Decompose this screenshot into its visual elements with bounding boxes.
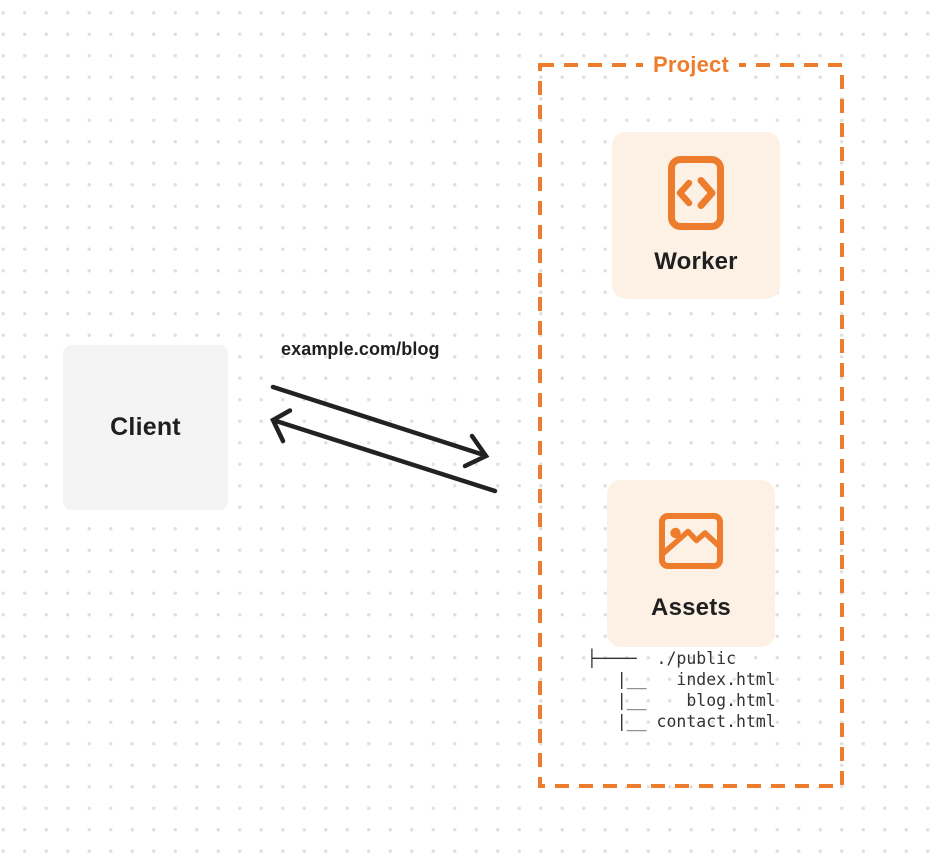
client-label: Client (110, 413, 181, 441)
project-group-label: Project (643, 50, 739, 80)
assets-label: Assets (651, 594, 731, 621)
worker-label: Worker (654, 248, 738, 275)
file-tree-item: |__ contact.html (587, 712, 776, 731)
response-arrow (270, 408, 498, 494)
file-tree-item: |__ index.html (587, 670, 776, 689)
assets-card: Assets (607, 480, 775, 647)
client-node: Client (63, 345, 228, 510)
request-url-label: example.com/blog (281, 339, 440, 359)
worker-card: Worker (612, 132, 780, 299)
image-icon (659, 513, 723, 569)
request-arrow (270, 384, 490, 469)
file-tree-item: |__ blog.html (587, 691, 776, 710)
file-tree-root: ├──── ./public (587, 649, 737, 668)
code-icon (668, 156, 724, 230)
file-tree: ├──── ./public |__ index.html |__ blog.h… (587, 648, 776, 732)
